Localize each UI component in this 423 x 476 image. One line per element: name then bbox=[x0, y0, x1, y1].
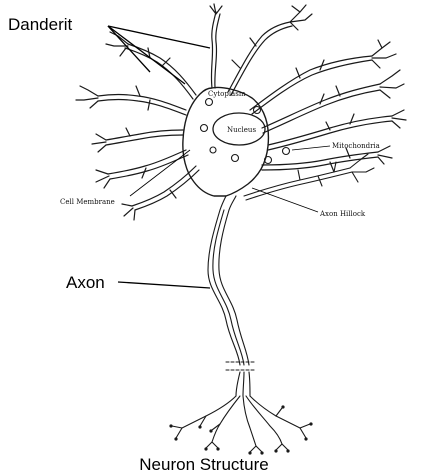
cell-membrane-label: Cell Membrane bbox=[60, 198, 115, 206]
nucleus-label: Nucleus bbox=[227, 126, 256, 134]
cell-body bbox=[183, 87, 290, 196]
mitochondria-label: Mitochondria bbox=[332, 142, 380, 150]
axon-label: Axon bbox=[66, 273, 105, 292]
axon-hillock-label: Axon Hillock bbox=[319, 210, 366, 218]
axon bbox=[208, 154, 374, 396]
dendrite-branches bbox=[76, 4, 406, 220]
dendrite-label: Danderit bbox=[8, 15, 73, 34]
cytoplasm-label: Cytoplasm bbox=[208, 90, 246, 98]
figure-title: Neuron Structure bbox=[139, 455, 268, 474]
axon-terminals bbox=[169, 396, 312, 455]
label-pointers bbox=[108, 26, 330, 288]
